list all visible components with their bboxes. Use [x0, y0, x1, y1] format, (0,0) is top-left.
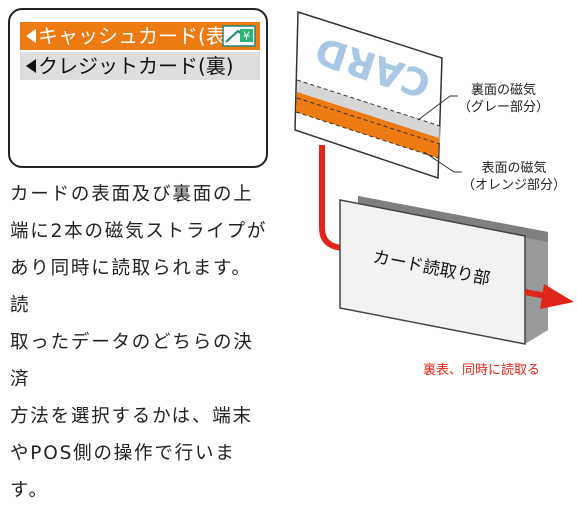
- triangle-left-icon: [26, 28, 36, 43]
- card-reader: カード読取り部: [339, 196, 548, 345]
- back-stripe-annotation: 裏面の磁気 （グレー部分）: [458, 82, 549, 116]
- leader-front-stripe: [423, 151, 462, 173]
- menu-item-cash-card-label: キャッシュカード(表): [38, 24, 234, 48]
- menu-item-cash-card[interactable]: キャッシュカード(表) ¥: [20, 22, 260, 50]
- leader-back-stripe: [417, 95, 458, 121]
- yen-mark: ¥: [243, 30, 250, 43]
- red-arrow-head: [540, 284, 574, 309]
- menu-item-credit-card-label: クレジットカード(裏): [38, 54, 234, 78]
- paragraph-line: あり同時に読取られます。読: [10, 258, 252, 316]
- paragraph-line: 端に2本の磁気ストライプが: [10, 221, 268, 242]
- terminal-screen: キャッシュカード(表) ¥ クレジットカード(裏): [8, 8, 268, 168]
- front-stripe-annotation: 表面の磁気 （オレンジ部分）: [462, 160, 566, 194]
- cash-card-icon: ¥: [222, 25, 256, 47]
- reader-front-panel: [339, 199, 526, 345]
- paragraph-line: やPOS側の操作で行います。: [10, 443, 236, 501]
- paragraph-line: カードの表面及び裏面の上: [10, 184, 254, 205]
- back-stripe-line1: 裏面の磁気: [471, 83, 537, 98]
- front-stripe-line1: 表面の磁気: [481, 161, 547, 176]
- triangle-left-icon: [26, 58, 36, 73]
- back-stripe-line2: （グレー部分）: [458, 100, 550, 115]
- card: CARD: [294, 10, 443, 180]
- description-paragraph: カードの表面及び裏面の上 端に2本の磁気ストライプが あり同時に読取られます。読…: [10, 176, 272, 509]
- card-reader-diagram: CARD カード読取り部: [294, 10, 574, 345]
- front-stripe-line2: （オレンジ部分）: [462, 178, 567, 193]
- read-simultaneously-caption: 裏表、同時に読取る: [423, 363, 541, 378]
- menu-item-credit-card[interactable]: クレジットカード(裏): [20, 52, 260, 80]
- orange-front-stripe: [296, 92, 439, 158]
- paragraph-line: 方法を選択するかは、端末: [10, 406, 253, 427]
- paragraph-line: 取ったデータのどちらの決済: [10, 332, 254, 390]
